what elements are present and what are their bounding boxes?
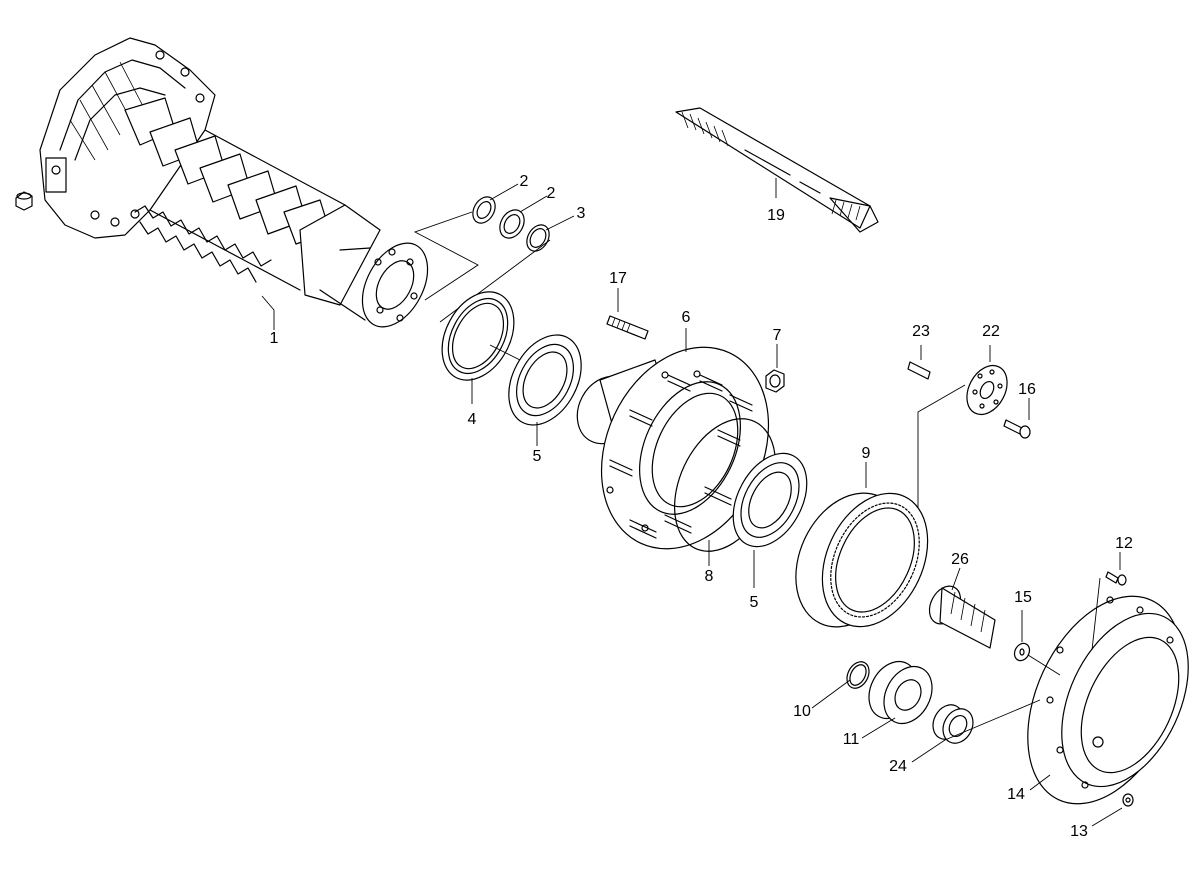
callout-2a: 2 (520, 173, 529, 190)
part-16-bolt (1003, 419, 1031, 439)
part-11-planet-gear (868, 660, 933, 725)
callout-13: 13 (1070, 823, 1088, 840)
part-12-screw (1105, 571, 1127, 586)
part-1-axle-housing (15, 37, 429, 328)
callout-17: 17 (609, 270, 627, 287)
part-17-stud (606, 315, 649, 340)
part-2-ring-b (499, 209, 525, 239)
callout-10: 10 (793, 703, 811, 720)
callout-3: 3 (577, 205, 586, 222)
callout-19: 19 (767, 207, 785, 224)
callout-9: 9 (862, 445, 871, 462)
callout-2b: 2 (547, 185, 556, 202)
callout-24: 24 (889, 758, 907, 775)
part-22-thrust-washer (966, 364, 1008, 416)
callout-5a: 5 (533, 448, 542, 465)
callout-4: 4 (468, 411, 477, 428)
part-23-pin (907, 361, 931, 380)
callout-14: 14 (1007, 786, 1025, 803)
callout-16: 16 (1018, 381, 1036, 398)
part-6-wheel-hub (576, 346, 770, 550)
callout-5b: 5 (750, 594, 759, 611)
callout-8: 8 (705, 568, 714, 585)
part-7-wheel-nut (765, 369, 785, 393)
part-26-sun-gear (928, 585, 996, 649)
callout-7: 7 (773, 327, 782, 344)
part-13-plug (1122, 793, 1134, 807)
part-14-planetary-cover (1027, 595, 1189, 805)
part-15-washer (1013, 642, 1031, 662)
leader-lines (261, 183, 1123, 827)
part-2-ring-a (472, 196, 496, 224)
part-24-needle-bearing (932, 704, 974, 744)
callout-6: 6 (682, 309, 691, 326)
callout-22: 22 (982, 323, 1000, 340)
part-10-snap-ring (846, 661, 870, 689)
callout-numbers: 1 2 2 3 4 5 5 6 7 8 9 10 11 12 13 14 15 … (270, 173, 1133, 840)
callout-26: 26 (951, 551, 969, 568)
part-4-seal (441, 291, 515, 381)
part-5-bearing-inner (508, 334, 582, 426)
part-9-ring-gear (795, 492, 929, 628)
part-5-bearing-outer (732, 452, 808, 548)
callout-23: 23 (912, 323, 930, 340)
callout-1: 1 (270, 330, 279, 347)
callout-15: 15 (1014, 589, 1032, 606)
callout-12: 12 (1115, 535, 1133, 552)
part-19-axle-shaft (675, 107, 879, 233)
part-3-ring (526, 224, 550, 252)
callout-11: 11 (843, 731, 860, 748)
